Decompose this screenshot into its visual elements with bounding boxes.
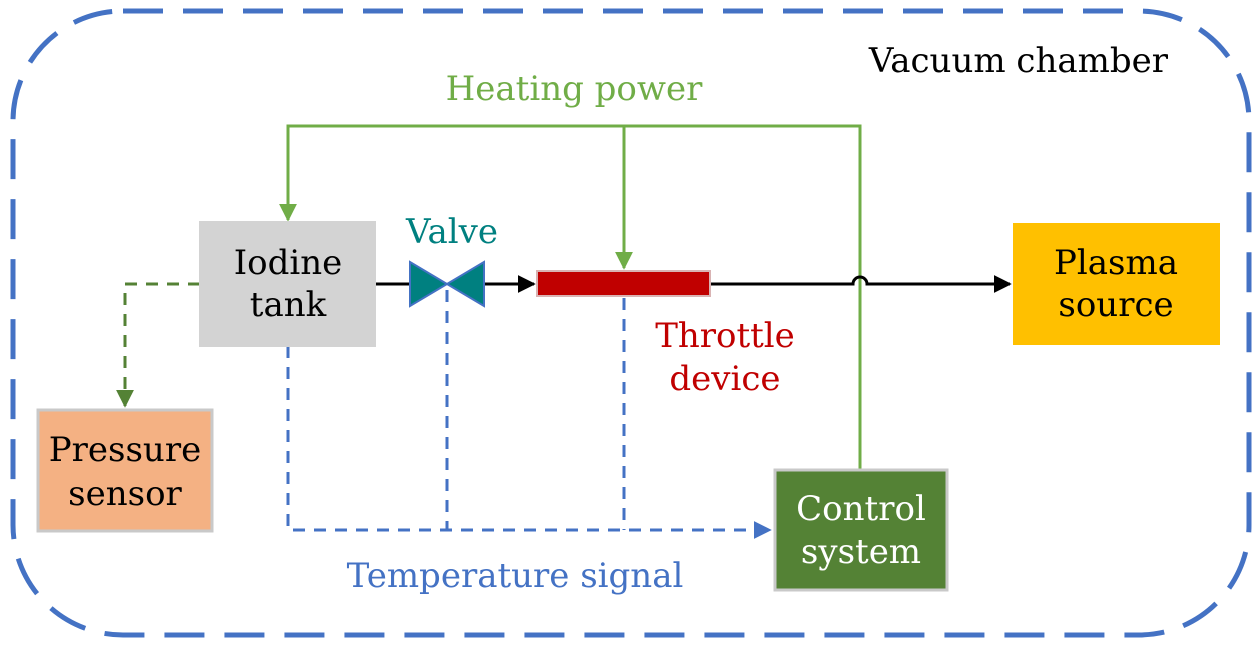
vacuum-chamber-label: Vacuum chamber [868, 41, 1169, 81]
iodine-tank-label-line1: Iodine [234, 243, 343, 283]
throttle-device-label-line1: Throttle [655, 316, 795, 356]
iodine-tank-label-line2: tank [250, 285, 327, 325]
control-system-node: Control system [773, 468, 949, 592]
plasma-source-label-line1: Plasma [1054, 243, 1178, 283]
temperature-signal-line [286, 346, 772, 539]
valve-icon [409, 260, 485, 308]
flow-line-throttle-to-plasma [710, 275, 1012, 293]
iodine-tank-node: Iodine tank [199, 221, 376, 347]
control-system-label-line2: system [801, 532, 921, 572]
pressure-sensor-label-line1: Pressure [49, 430, 201, 470]
throttle-device-label-line2: device [669, 359, 780, 399]
temperature-signal-label: Temperature signal [347, 556, 684, 596]
pressure-sensor-label-line2: sensor [68, 474, 182, 514]
pressure-signal-line [116, 282, 200, 408]
plasma-source-node: Plasma source [1013, 223, 1220, 345]
pressure-sensor-node: Pressure sensor [36, 408, 214, 533]
throttle-device-bar [536, 270, 711, 297]
heating-power-label: Heating power [446, 69, 704, 109]
control-system-label-line1: Control [796, 489, 926, 529]
valve-label: Valve [405, 212, 498, 252]
heating-power-line [279, 124, 862, 470]
vacuum-chamber-boundary [10, 8, 1252, 638]
plasma-source-label-line2: source [1058, 285, 1173, 325]
